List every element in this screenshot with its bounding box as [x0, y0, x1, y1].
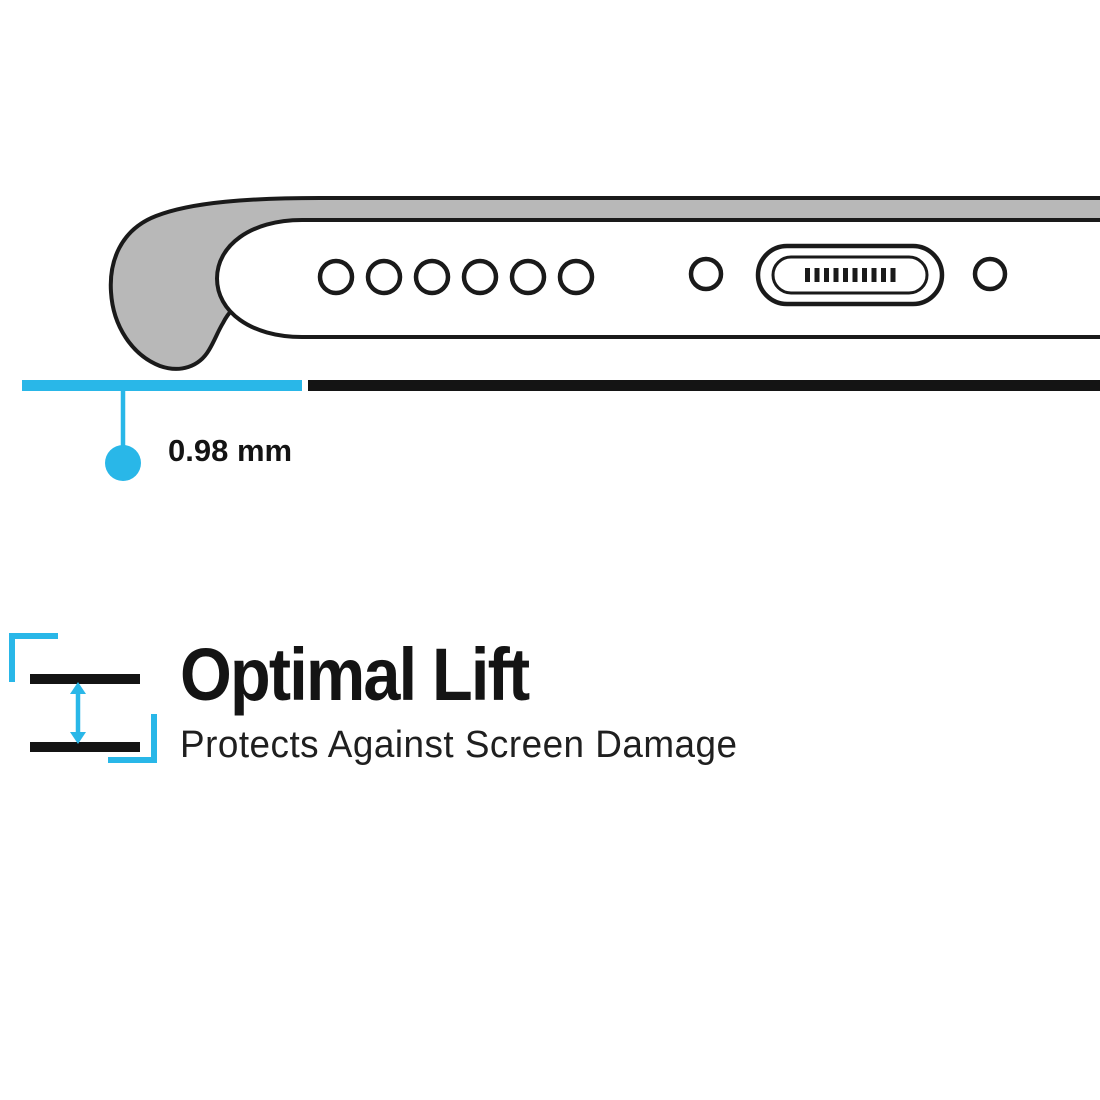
charging-port-icon: [755, 243, 945, 307]
bracket-bottom-right: [108, 714, 157, 763]
speaker-hole-icon: [461, 258, 499, 296]
screw-hole-icon: [972, 256, 1008, 292]
measurement-pointer: [105, 391, 141, 481]
lift-gap-icon: [9, 633, 157, 763]
measurement-bar-phone: [308, 380, 1100, 391]
measurement-bar-case-lip: [22, 380, 302, 391]
double-arrow-icon: [70, 682, 86, 744]
measurement-label: 0.98 mm: [168, 433, 292, 468]
feature-subtitle: Protects Against Screen Damage: [180, 724, 738, 766]
speaker-hole-icon: [557, 258, 595, 296]
port-pins: [805, 268, 896, 282]
measurement-pointer-dot: [105, 445, 141, 481]
phone-bottom-edge-illustration: 0.98 mm: [22, 196, 1100, 481]
speaker-hole-icon: [413, 258, 451, 296]
gap-bar-bottom: [30, 742, 140, 752]
speaker-hole-icon: [509, 258, 547, 296]
feature-block: Optimal Lift Protects Against Screen Dam…: [0, 626, 1100, 796]
feature-title: Optimal Lift: [180, 633, 530, 716]
gap-bar-top: [30, 674, 140, 684]
speaker-hole-icon: [317, 258, 355, 296]
speaker-holes: [317, 258, 595, 296]
bracket-top-left: [9, 633, 58, 682]
screw-hole-icon: [688, 256, 724, 292]
case-shell-outline: [108, 196, 1100, 371]
speaker-hole-icon: [365, 258, 403, 296]
